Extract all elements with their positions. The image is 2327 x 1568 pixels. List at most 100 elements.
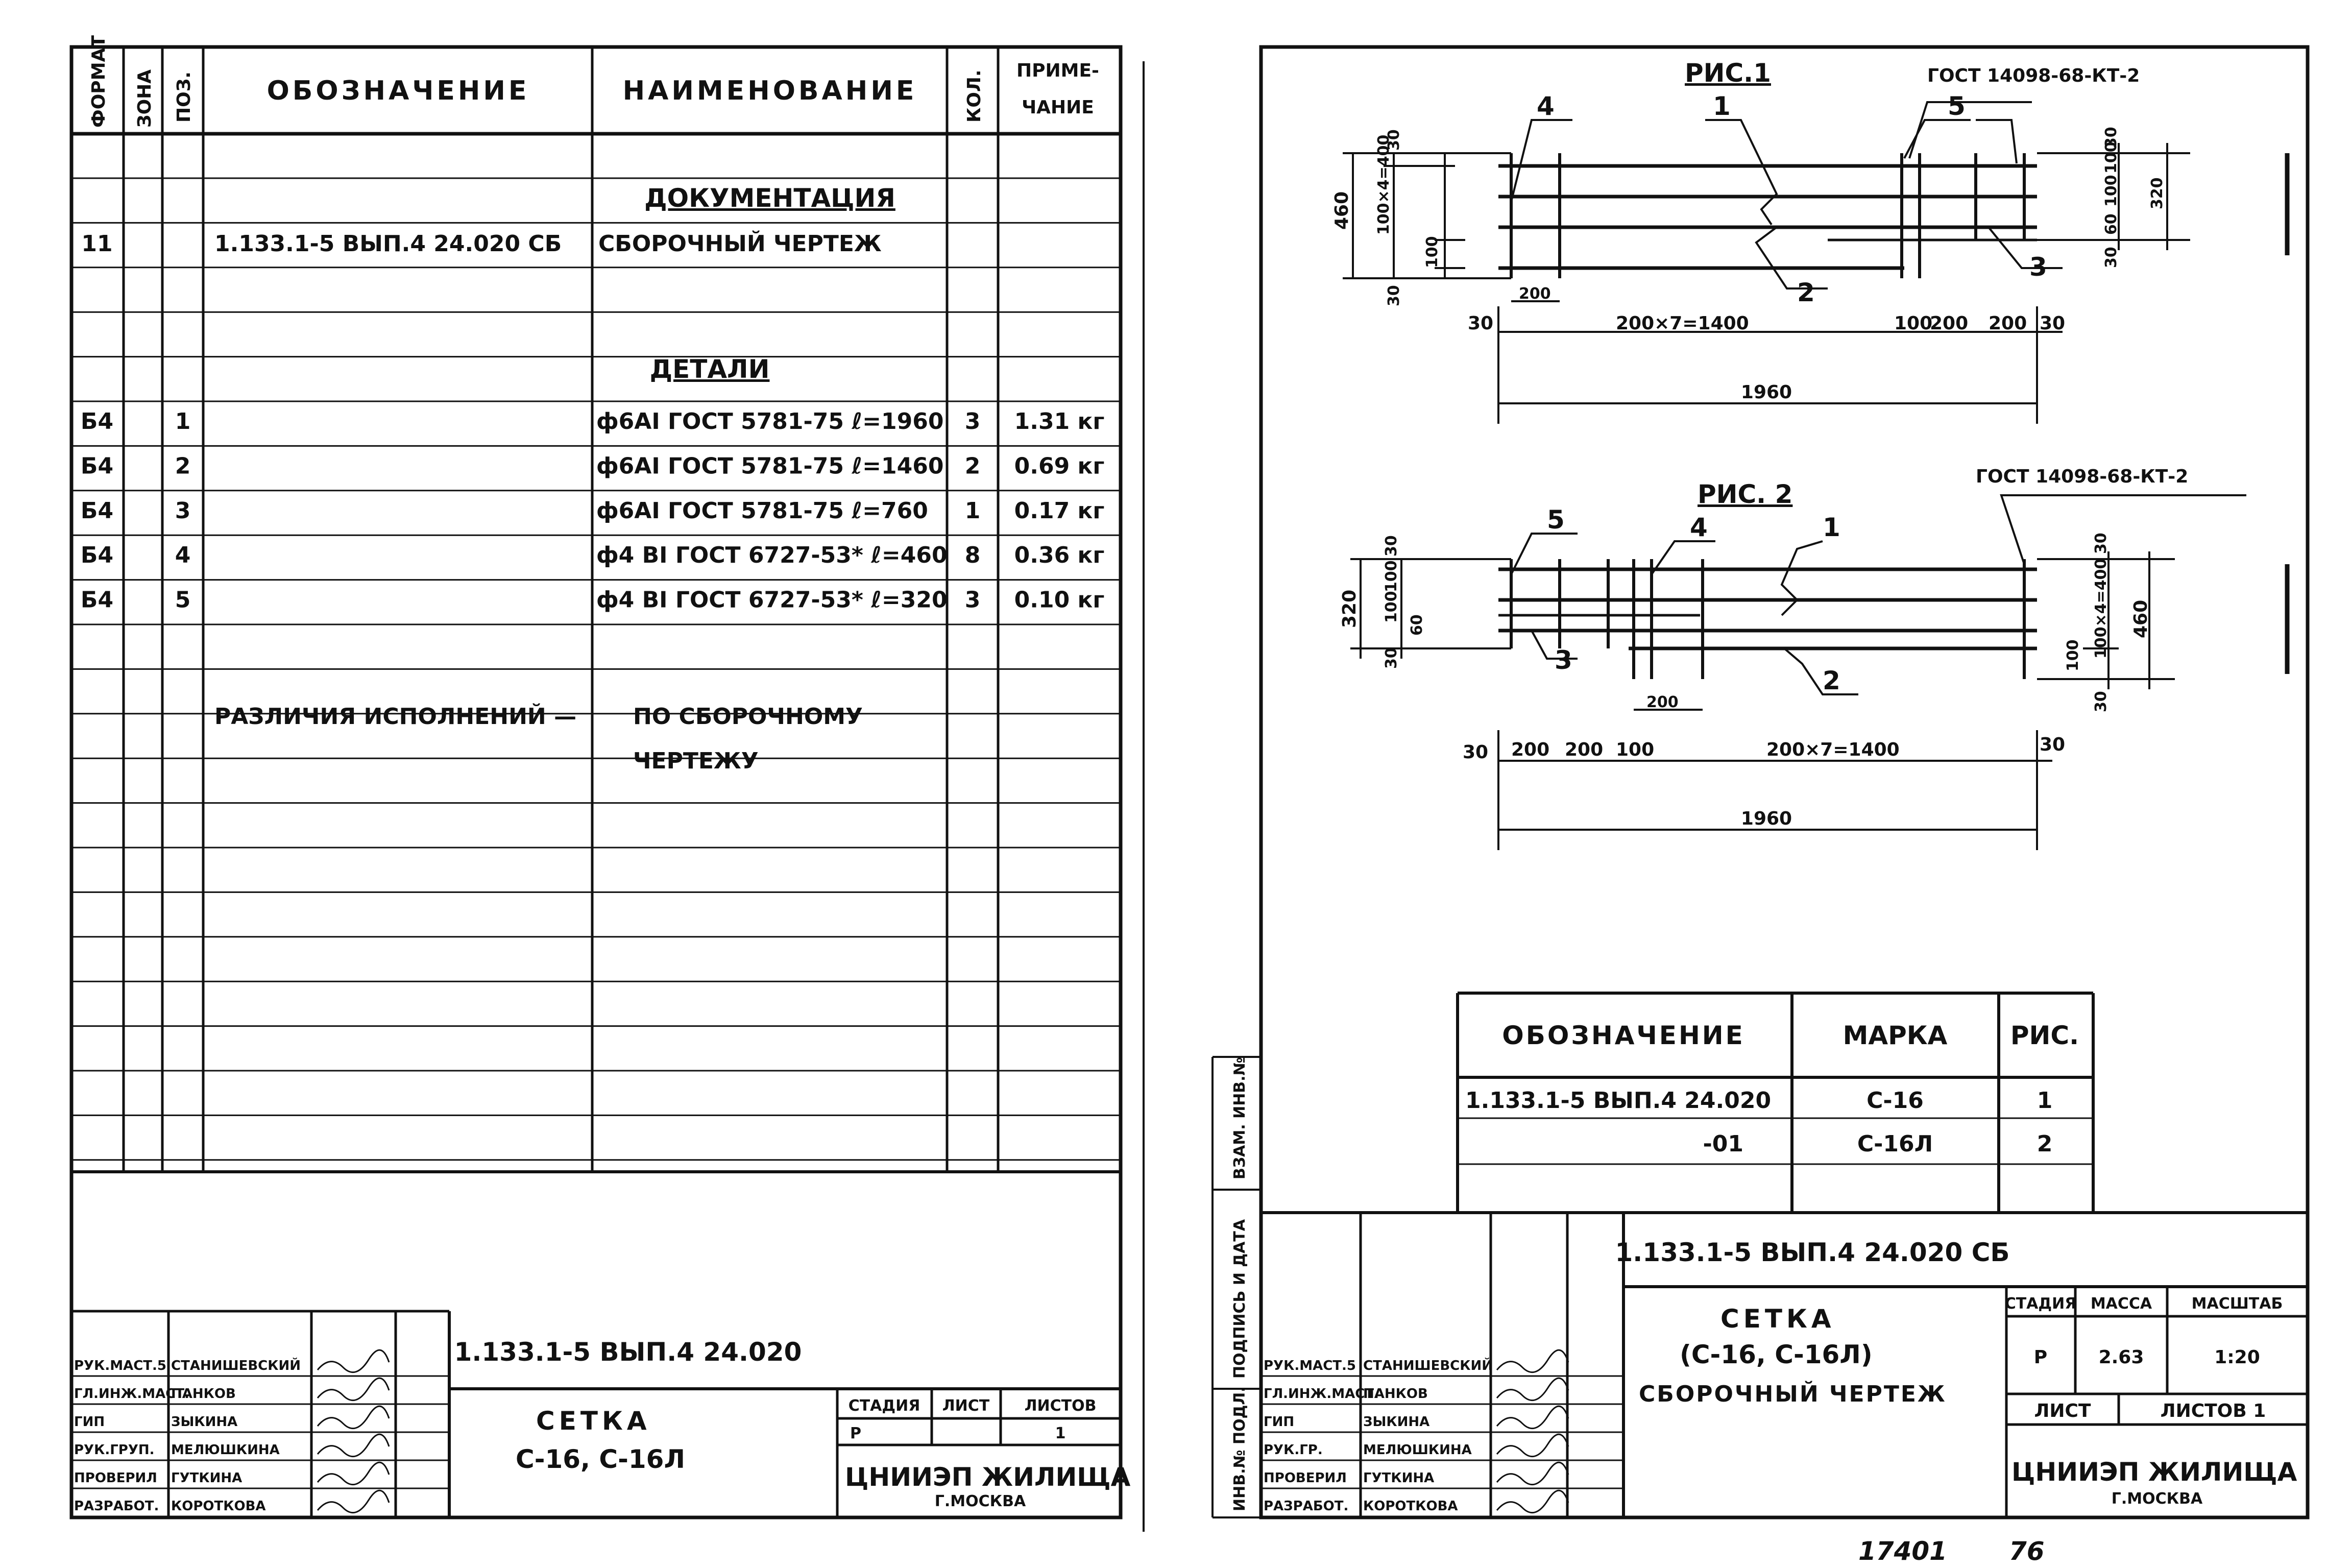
fig1-dim-right-c: 30 — [2102, 127, 2120, 148]
right-sheet-label: ЛИСТ — [2034, 1401, 2091, 1421]
detail-row-4-note: 0.36 кг — [1014, 542, 1105, 568]
fig1-dim-b-200b: 200 — [1989, 313, 2027, 334]
detail-row-1-name: ф6АI ГОСТ 5781-75 ℓ=1960 — [596, 408, 943, 435]
detail-row-2-note: 0.69 кг — [1014, 453, 1105, 479]
marks-header-designation: ОБОЗНАЧЕНИЕ — [1502, 1021, 1745, 1050]
doc-designation: 1.133.1-5 ВЫП.4 24.020 СБ — [214, 231, 562, 257]
stamp-left-name-4: МЕЛЮШКИНА — [171, 1442, 280, 1458]
right-city: Г.МОСКВА — [2112, 1490, 2203, 1508]
detail-row-3-pos: 3 — [175, 498, 191, 524]
detail-row-4-format: Б4 — [81, 542, 113, 568]
detail-row-3-note: 0.17 кг — [1014, 498, 1105, 524]
stamp-left-signature-2 — [317, 1377, 390, 1401]
right-stage: Р — [2034, 1347, 2047, 1368]
stamp-left-role-3: ГИП — [74, 1414, 105, 1430]
figure-1: РИС.1 ГОСТ 14098-68-КТ-2 — [1331, 58, 2290, 424]
right-mass-label: МАССА — [2091, 1295, 2152, 1313]
doc-format: 11 — [81, 231, 112, 257]
stamp-right-signature-6 — [1496, 1489, 1569, 1513]
fig1-dim-b-200a: 200 — [1930, 313, 1968, 334]
stamp-left-name-3: ЗЫКИНА — [171, 1414, 237, 1430]
fig2-dim-left-c: 30 — [1383, 535, 1400, 557]
fig1-dim-b-30b: 30 — [2040, 313, 2065, 334]
stamp-right-signature-1 — [1496, 1349, 1569, 1373]
left-stage: Р — [850, 1425, 861, 1442]
differences-value-1: ПО СБОРОЧНОМУ — [633, 704, 863, 730]
stamp-right-role-1: РУК.МАСТ.5 — [1264, 1358, 1356, 1373]
left-stamp-title-2: С-16, С-16Л — [516, 1444, 685, 1474]
left-stamp-code: 1.133.1-5 ВЫП.4 24.020 — [454, 1337, 802, 1367]
stamp-right-name-3: ЗЫКИНА — [1363, 1414, 1429, 1430]
stamp-right-role-2: ГЛ.ИНЖ.МАСТ. — [1264, 1386, 1379, 1402]
footer-number-2: 76 — [2009, 1536, 2045, 1566]
stamp-right-name-4: МЕЛЮШКИНА — [1363, 1442, 1472, 1458]
detail-row-5-format: Б4 — [81, 587, 113, 613]
marks-row2-designation: -01 — [1703, 1131, 1744, 1157]
right-mass: 2.63 — [2099, 1347, 2144, 1368]
differences-label: РАЗЛИЧИЯ ИСПОЛНЕНИЙ — — [214, 703, 576, 730]
detail-row-1-format: Б4 — [81, 408, 113, 435]
left-stamp-title-1: СЕТКА — [536, 1406, 651, 1436]
stamp-right-role-6: РАЗРАБОТ. — [1264, 1499, 1348, 1514]
stamp-right-name-1: СТАНИШЕВСКИЙ — [1363, 1357, 1493, 1373]
right-stamp-title-2: (С-16, С-16Л) — [1680, 1340, 1873, 1369]
fig2-title: РИС. 2 — [1698, 479, 1792, 509]
right-sheets-label: ЛИСТОВ 1 — [2161, 1401, 2266, 1421]
fig1-dim-left-bottom: 30 — [1385, 285, 1403, 306]
specification-sheet: ФОРМАТ ЗОНА ПОЗ. ОБОЗНАЧЕНИЕ НАИМЕНОВАНИ… — [69, 35, 1123, 1519]
detail-row-5-name: ф4 ВI ГОСТ 6727-53* ℓ=320 — [596, 587, 948, 613]
stamp-right-role-3: ГИП — [1264, 1414, 1294, 1430]
stamp-left-role-4: РУК.ГРУП. — [74, 1442, 155, 1458]
doc-name: СБОРОЧНЫЙ ЧЕРТЕЖ — [598, 230, 882, 257]
fig2-dim-200: 200 — [1646, 693, 1679, 711]
fig2-dim-b-main: 200×7=1400 — [1766, 739, 1900, 760]
marks-header-mark: МАРКА — [1843, 1021, 1948, 1050]
left-sheets: 1 — [1055, 1425, 1066, 1442]
detail-row-3-format: Б4 — [81, 498, 113, 524]
detail-row-2-pos: 2 — [175, 453, 191, 479]
right-stage-label: СТАДИЯ — [2005, 1295, 2077, 1313]
detail-row-3-name: ф6АI ГОСТ 5781-75 ℓ=760 — [596, 498, 928, 524]
fig1-dim-b-main: 200×7=1400 — [1616, 313, 1749, 334]
right-stamp-title-1: СЕТКА — [1720, 1304, 1835, 1334]
fig1-callout-3: 3 — [2029, 252, 2047, 282]
fig2-dim-left-b: 100 — [1383, 591, 1400, 623]
fig1-title: РИС.1 — [1685, 58, 1771, 88]
fig1-dim-left-mid: 100×4=400 — [1375, 135, 1393, 235]
fig2-dim-b-30b: 30 — [2040, 734, 2065, 755]
section-documentation: ДОКУМЕНТАЦИЯ — [644, 183, 895, 213]
fig1-dim-b-100: 100 — [1894, 313, 1932, 334]
header-note-2: ЧАНИЕ — [1022, 97, 1094, 118]
stamp-left-name-1: СТАНИШЕВСКИЙ — [171, 1357, 301, 1373]
header-qty: КОЛ. — [964, 69, 985, 123]
stamp-right-role-4: РУК.ГР. — [1264, 1442, 1323, 1458]
fig1-dim-left-total: 460 — [1331, 191, 1352, 230]
detail-row-4-qty: 8 — [965, 542, 981, 568]
stamp-left-role-5: ПРОВЕРИЛ — [74, 1470, 157, 1486]
fig2-dim-b-200a: 200 — [1511, 739, 1549, 760]
stamp-left-signature-4 — [317, 1433, 390, 1457]
stamp-left-signature-1 — [317, 1349, 390, 1373]
stamp-left-signature-5 — [317, 1461, 390, 1485]
fig1-dim-right-a: 100 — [2102, 175, 2120, 207]
fig1-callout-2: 2 — [1797, 278, 1815, 307]
detail-row-1-pos: 1 — [175, 408, 191, 435]
fig2-dim-b-100: 100 — [1616, 739, 1654, 760]
fig1-callout-1: 1 — [1713, 91, 1731, 121]
fig1-dim-right-d: 60 — [2102, 213, 2120, 235]
detail-row-1-note: 1.31 кг — [1014, 408, 1105, 435]
stamp-left-name-6: КОРОТКОВА — [171, 1499, 266, 1514]
fig2-dim-left-a: 100 — [1383, 560, 1400, 592]
right-org: ЦНИИЭП ЖИЛИЩА — [2011, 1457, 2297, 1487]
fig1-gost: ГОСТ 14098-68-КТ-2 — [1927, 65, 2140, 86]
stamp-right-signature-5 — [1496, 1461, 1569, 1485]
fig2-dim-right-small: 100 — [2064, 639, 2082, 671]
detail-row-1-qty: 3 — [965, 408, 981, 435]
fig1-callout-4: 4 — [1537, 91, 1555, 121]
marks-row2-fig: 2 — [2037, 1131, 2053, 1157]
fig2-callout-4: 4 — [1690, 513, 1708, 542]
side-label-sign: ПОДПИСЬ И ДАТА — [1231, 1219, 1249, 1379]
stamp-left-name-5: ГУТКИНА — [171, 1470, 242, 1486]
stamp-left-signature-3 — [317, 1405, 390, 1429]
